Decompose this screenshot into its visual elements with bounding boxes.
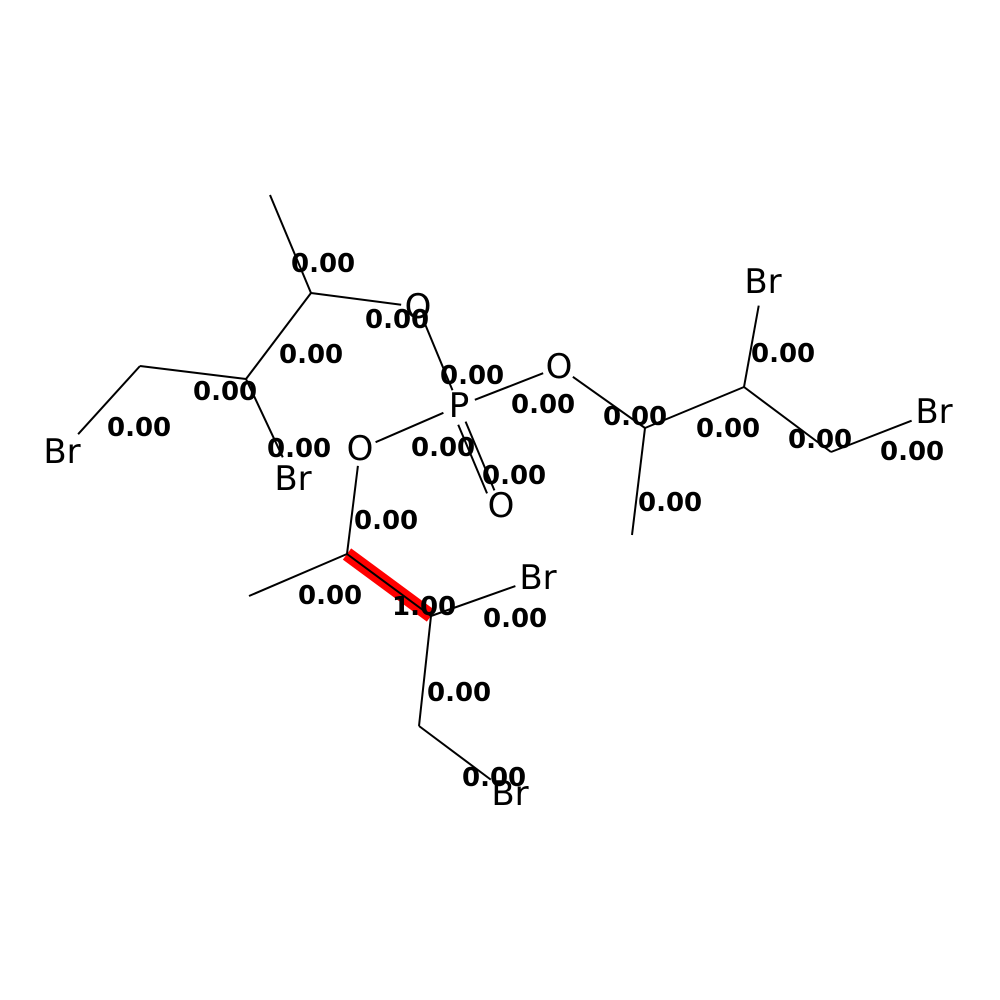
bond-weight-label-b13: 0.00 xyxy=(696,414,760,444)
bond-b2 xyxy=(310,292,402,306)
bond-weight-label-b11: 0.00 xyxy=(603,402,667,432)
atom-label-p1: P xyxy=(449,386,470,426)
bond-weight-label-b18: 0.00 xyxy=(298,581,362,611)
bond-weight-label-b5: 0.00 xyxy=(107,413,171,443)
atom-label-o1: O xyxy=(405,287,432,327)
atom-label-br3: Br xyxy=(744,262,781,302)
bond-b22 xyxy=(418,725,492,781)
bond-b16 xyxy=(830,419,912,453)
bond-weight-label-b1: 0.00 xyxy=(291,249,355,279)
bond-b20 xyxy=(430,585,516,617)
bond-weight-label-b7: 0.00 xyxy=(440,361,504,391)
bond-weight-label-b17: 0.00 xyxy=(354,506,418,536)
bond-weight-label-b9: 0.00 xyxy=(411,433,475,463)
bond-weight-label-b14: 0.00 xyxy=(751,339,815,369)
bond-weight-label-b12: 0.00 xyxy=(638,488,702,518)
atom-label-o2: O xyxy=(546,347,573,387)
atom-label-br6: Br xyxy=(491,774,528,814)
bond-b17 xyxy=(346,465,359,555)
bond-b11 xyxy=(572,376,646,429)
bond-weight-label-b15: 0.00 xyxy=(788,425,852,455)
bond-b10-second-line xyxy=(457,424,488,494)
bond-b8 xyxy=(474,372,544,401)
atom-label-br4: Br xyxy=(915,392,952,432)
bond-b5 xyxy=(77,365,141,435)
bond-b10 xyxy=(464,421,496,491)
bond-b3 xyxy=(245,292,312,380)
bond-b13 xyxy=(644,386,745,429)
atom-label-br5: Br xyxy=(519,558,556,598)
bond-b1 xyxy=(269,194,312,294)
bond-b14 xyxy=(743,305,760,388)
bond-weight-label-b3: 0.00 xyxy=(279,340,343,370)
bond-b6 xyxy=(245,378,284,458)
bond-weight-label-b21: 0.00 xyxy=(427,678,491,708)
bond-b4 xyxy=(139,365,247,380)
bond-layer xyxy=(77,194,912,781)
bond-weight-label-b10: 0.00 xyxy=(482,461,546,491)
bond-b7 xyxy=(423,322,454,391)
bond-b18 xyxy=(248,553,348,597)
bond-weight-label-b2: 0.00 xyxy=(365,305,429,335)
bond-weight-label-b6: 0.00 xyxy=(267,434,331,464)
bond-b15 xyxy=(743,386,832,453)
atom-label-br2: Br xyxy=(274,459,311,499)
bond-weight-layer: 0.000.000.000.000.000.000.000.000.000.00… xyxy=(107,249,944,793)
bond-weight-label-b8: 0.00 xyxy=(511,390,575,420)
atom-label-o4: O xyxy=(488,486,515,526)
bond-weight-label-b20: 0.00 xyxy=(483,604,547,634)
bond-b21 xyxy=(418,615,432,727)
bond-b9 xyxy=(375,411,444,444)
bond-b12 xyxy=(631,427,646,536)
bond-b19 xyxy=(346,553,432,617)
bond-weight-label-b16: 0.00 xyxy=(880,437,944,467)
bond-weight-label-b19: 1.00 xyxy=(392,592,456,622)
atom-label-br1: Br xyxy=(43,432,80,472)
atom-label-o3: O xyxy=(347,429,374,469)
bond-weight-label-b4: 0.00 xyxy=(193,377,257,407)
bond-weight-label-b22: 0.00 xyxy=(462,763,526,793)
